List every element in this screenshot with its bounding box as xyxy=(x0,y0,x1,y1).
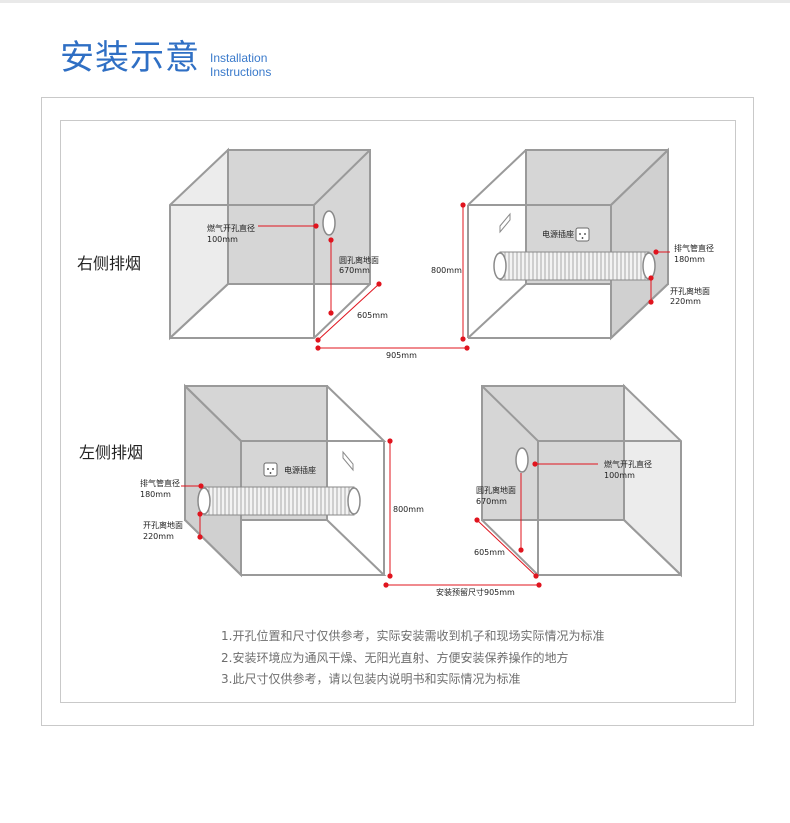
note-2: 2.安装环境应为通风干燥、无阳光直射、方便安装保养操作的地方 xyxy=(221,650,569,665)
gas-hole xyxy=(515,447,529,473)
measurement-dots xyxy=(197,202,659,588)
box-bottom-left xyxy=(184,383,387,578)
socket-icon xyxy=(263,462,278,477)
gas-hole xyxy=(322,210,336,236)
label-power-socket: 电源插座 xyxy=(542,229,574,239)
label-exhaust-size: 180mm xyxy=(674,255,705,264)
label-hole-ground: 开孔离地面 xyxy=(670,286,710,296)
label-reserve-width: 安装预留尺寸905mm xyxy=(436,587,515,597)
section-right-exhaust: 右侧排烟 xyxy=(77,254,141,273)
vent-icon xyxy=(499,212,511,234)
socket-icon xyxy=(575,227,590,242)
label-height: 800mm xyxy=(431,266,462,275)
exhaust-duct xyxy=(203,486,355,516)
label-hole-height-value: 670mm xyxy=(339,266,370,275)
subtitle-line-2: Instructions xyxy=(210,65,272,79)
label-gas-hole-diameter: 燃气开孔直径 xyxy=(604,459,652,469)
label-hole-ground-value: 220mm xyxy=(670,297,701,306)
page-title: 安装示意 xyxy=(60,38,200,78)
label-depth: 605mm xyxy=(357,311,388,320)
inner-frame xyxy=(60,120,736,703)
measurement-lines xyxy=(181,205,670,586)
label-height: 800mm xyxy=(393,505,424,514)
label-hole-height-value: 670mm xyxy=(476,497,507,506)
label-exhaust-diameter: 排气管直径 xyxy=(674,243,714,253)
label-exhaust-diameter: 排气管直径 xyxy=(140,478,180,488)
label-exhaust-size: 180mm xyxy=(140,490,171,499)
label-power-socket: 电源插座 xyxy=(284,465,316,475)
top-divider xyxy=(0,0,790,3)
vent-icon xyxy=(342,450,354,472)
box-top-right xyxy=(467,147,669,341)
outer-frame xyxy=(41,97,754,726)
note-1: 1.开孔位置和尺寸仅供参考，实际安装需收到机子和现场实际情况为标准 xyxy=(221,629,605,643)
exhaust-duct xyxy=(499,251,650,281)
label-gas-hole-size: 100mm xyxy=(207,235,238,244)
box-top-left xyxy=(169,147,371,341)
page-subtitle: Installation Instructions xyxy=(210,51,271,79)
label-hole-height: 圆孔离地面 xyxy=(339,255,379,265)
label-width: 905mm xyxy=(386,351,417,360)
label-depth: 605mm xyxy=(474,548,505,557)
label-hole-height: 圆孔离地面 xyxy=(476,485,516,495)
box-bottom-right xyxy=(481,383,682,578)
installation-notes: 1.开孔位置和尺寸仅供参考，实际安装需收到机子和现场实际情况为标准 2.安装环境… xyxy=(221,626,604,691)
section-left-exhaust: 左侧排烟 xyxy=(79,443,143,462)
label-gas-hole-size: 100mm xyxy=(604,471,635,480)
label-gas-hole-diameter: 燃气开孔直径 xyxy=(207,223,255,233)
label-hole-ground: 开孔离地面 xyxy=(143,520,183,530)
subtitle-line-1: Installation xyxy=(210,51,268,65)
label-hole-ground-value: 220mm xyxy=(143,532,174,541)
note-3: 3.此尺寸仅供参考，请以包装内说明书和实际情况为标准 xyxy=(221,672,521,686)
